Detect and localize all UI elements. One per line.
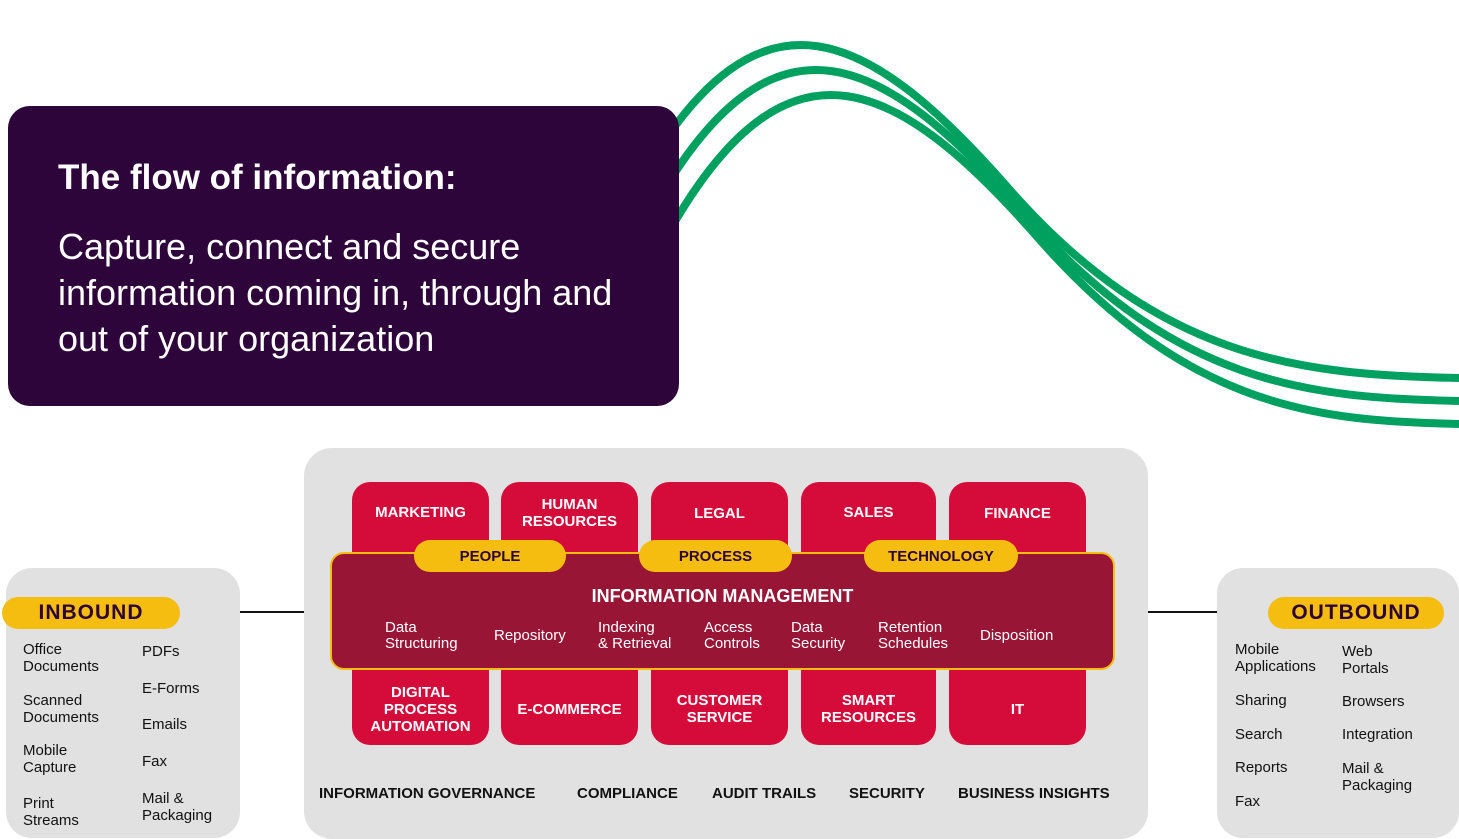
outbound-item: Web Portals xyxy=(1342,643,1389,677)
pillar-process: PROCESS xyxy=(639,540,792,572)
inbound-item: Emails xyxy=(142,716,188,733)
department-label: SALES xyxy=(843,504,894,521)
pillar-technology: TECHNOLOGY xyxy=(864,540,1018,572)
footer-item: AUDIT TRAILS xyxy=(712,785,817,802)
footer-item: INFORMATION GOVERNANCE xyxy=(319,785,536,802)
outbound-item: Browsers xyxy=(1342,693,1405,710)
hero-title: The flow of information: xyxy=(58,158,457,197)
inbound-item: Fax xyxy=(142,753,168,770)
im-item: Access Controls xyxy=(704,619,760,652)
outbound-item: Reports xyxy=(1235,759,1288,776)
department-label: DIGITAL PROCESS AUTOMATION xyxy=(370,683,471,735)
inbound-label: INBOUND xyxy=(2,597,180,629)
inbound-item: E-Forms xyxy=(142,680,200,697)
im-item: Repository xyxy=(494,627,566,644)
im-item: Indexing & Retrieval xyxy=(598,619,672,652)
inbound-item: Mobile Capture xyxy=(23,742,77,776)
inbound-item: Mail & Packaging xyxy=(142,790,213,824)
footer-item: SECURITY xyxy=(849,785,925,802)
im-item: Data Structuring xyxy=(385,619,458,652)
pillar-people: PEOPLE xyxy=(414,540,566,572)
department-label: HUMAN RESOURCES xyxy=(521,496,618,530)
department-label: MARKETING xyxy=(375,504,466,521)
inbound-item: Print Streams xyxy=(23,795,79,829)
outbound-item: Mail & Packaging xyxy=(1342,760,1413,794)
footer-item: BUSINESS INSIGHTS xyxy=(958,785,1110,802)
department-label: SMART RESOURCES xyxy=(820,692,917,726)
department-label: LEGAL xyxy=(694,505,745,522)
outbound-item: Sharing xyxy=(1235,692,1287,709)
inbound-item: PDFs xyxy=(142,643,180,660)
department-label: IT xyxy=(1010,700,1025,718)
information-management-title: INFORMATION MANAGEMENT xyxy=(591,586,854,606)
inbound-item: Scanned Documents xyxy=(23,692,99,726)
outbound-item: Search xyxy=(1235,726,1283,743)
department-label: E-COMMERCE xyxy=(517,700,622,718)
department-label: CUSTOMER SERVICE xyxy=(676,692,763,726)
hero-subtitle: Capture, connect and secure information … xyxy=(58,226,613,359)
im-item: Disposition xyxy=(980,627,1054,644)
outbound-label: OUTBOUND xyxy=(1268,597,1444,629)
inbound-item: Office Documents xyxy=(23,641,99,675)
footer-item: COMPLIANCE xyxy=(577,785,678,802)
outbound-item: Integration xyxy=(1342,726,1413,743)
outbound-item: Mobile Applications xyxy=(1235,641,1316,675)
department-label: FINANCE xyxy=(984,505,1051,522)
hero-card: The flow of information: Capture, connec… xyxy=(8,106,679,406)
outbound-item: Fax xyxy=(1235,793,1261,810)
im-item: Data Security xyxy=(791,619,846,652)
im-item: Retention Schedules xyxy=(878,619,949,652)
